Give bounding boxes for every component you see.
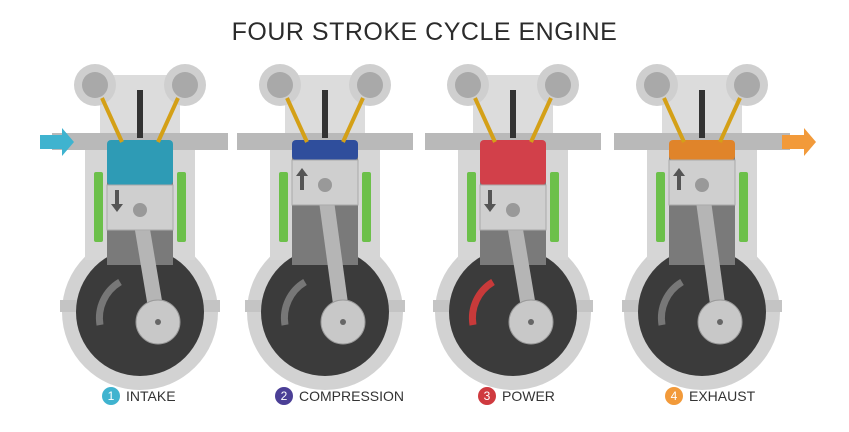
piston-up-arrow-icon: [296, 168, 308, 190]
piston-down-arrow-icon: [111, 190, 123, 212]
intake-cam: [267, 72, 293, 98]
spark-plug: [322, 90, 328, 138]
stroke-label-compression: 2 COMPRESSION: [275, 387, 404, 405]
spark-plug: [137, 90, 143, 138]
stroke-label-text: POWER: [502, 388, 555, 404]
combustion-chamber: [107, 140, 173, 185]
combustion-chamber: [669, 140, 735, 160]
coolant-jacket-left: [467, 172, 476, 242]
intake-valve: [100, 97, 124, 143]
stroke-label-exhaust: 4 EXHAUST: [665, 387, 755, 405]
coolant-jacket-right: [362, 172, 371, 242]
stroke-label-text: INTAKE: [126, 388, 176, 404]
stroke-label-text: EXHAUST: [689, 388, 756, 404]
exhaust-cam: [172, 72, 198, 98]
rotation-arrow-icon: [657, 278, 684, 326]
combustion-chamber: [292, 140, 358, 160]
engine-exhaust: [614, 64, 816, 390]
intake-valve: [285, 97, 309, 143]
intake-cam: [644, 72, 670, 98]
diagram-title: FOUR STROKE CYCLE ENGINE: [231, 18, 618, 46]
stroke-number-badge: 4: [665, 387, 683, 405]
crank-pin: [528, 319, 534, 325]
coolant-jacket-left: [94, 172, 103, 242]
piston-pin: [695, 178, 709, 192]
rotation-arrow-icon: [280, 278, 307, 326]
rotation-arrow-icon: [95, 278, 122, 326]
exhaust-cam: [734, 72, 760, 98]
crank-pin: [717, 319, 723, 325]
intake-flow-arrow-icon: [40, 128, 74, 156]
crank-pin: [155, 319, 161, 325]
rotation-arrow-icon: [468, 278, 495, 326]
engine-power: [425, 64, 601, 390]
coolant-jacket-left: [656, 172, 665, 242]
exhaust-valve: [156, 97, 180, 143]
piston-pin: [133, 203, 147, 217]
stroke-number-badge: 2: [275, 387, 293, 405]
engine-intake: [40, 64, 228, 390]
intake-cam: [455, 72, 481, 98]
exhaust-flow-arrow-icon: [782, 128, 816, 156]
piston-up-arrow-icon: [673, 168, 685, 190]
coolant-jacket-right: [739, 172, 748, 242]
exhaust-cam: [357, 72, 383, 98]
exhaust-cam: [545, 72, 571, 98]
exhaust-valve: [529, 97, 553, 143]
intake-valve: [473, 97, 497, 143]
coolant-jacket-right: [550, 172, 559, 242]
exhaust-valve: [341, 97, 365, 143]
coolant-jacket-left: [279, 172, 288, 242]
crank-pin: [340, 319, 346, 325]
combustion-chamber: [480, 140, 546, 185]
intake-valve: [662, 97, 686, 143]
spark-plug: [510, 90, 516, 138]
piston-down-arrow-icon: [484, 190, 496, 212]
piston-pin: [506, 203, 520, 217]
engine-compression: [237, 64, 413, 390]
coolant-jacket-right: [177, 172, 186, 242]
exhaust-valve: [718, 97, 742, 143]
piston-pin: [318, 178, 332, 192]
intake-cam: [82, 72, 108, 98]
stroke-label-power: 3 POWER: [478, 387, 555, 405]
stroke-number-badge: 1: [102, 387, 120, 405]
stroke-label-text: COMPRESSION: [299, 388, 405, 404]
spark-plug: [699, 90, 705, 138]
stroke-label-intake: 1 INTAKE: [102, 387, 176, 405]
stroke-number-badge: 3: [478, 387, 496, 405]
